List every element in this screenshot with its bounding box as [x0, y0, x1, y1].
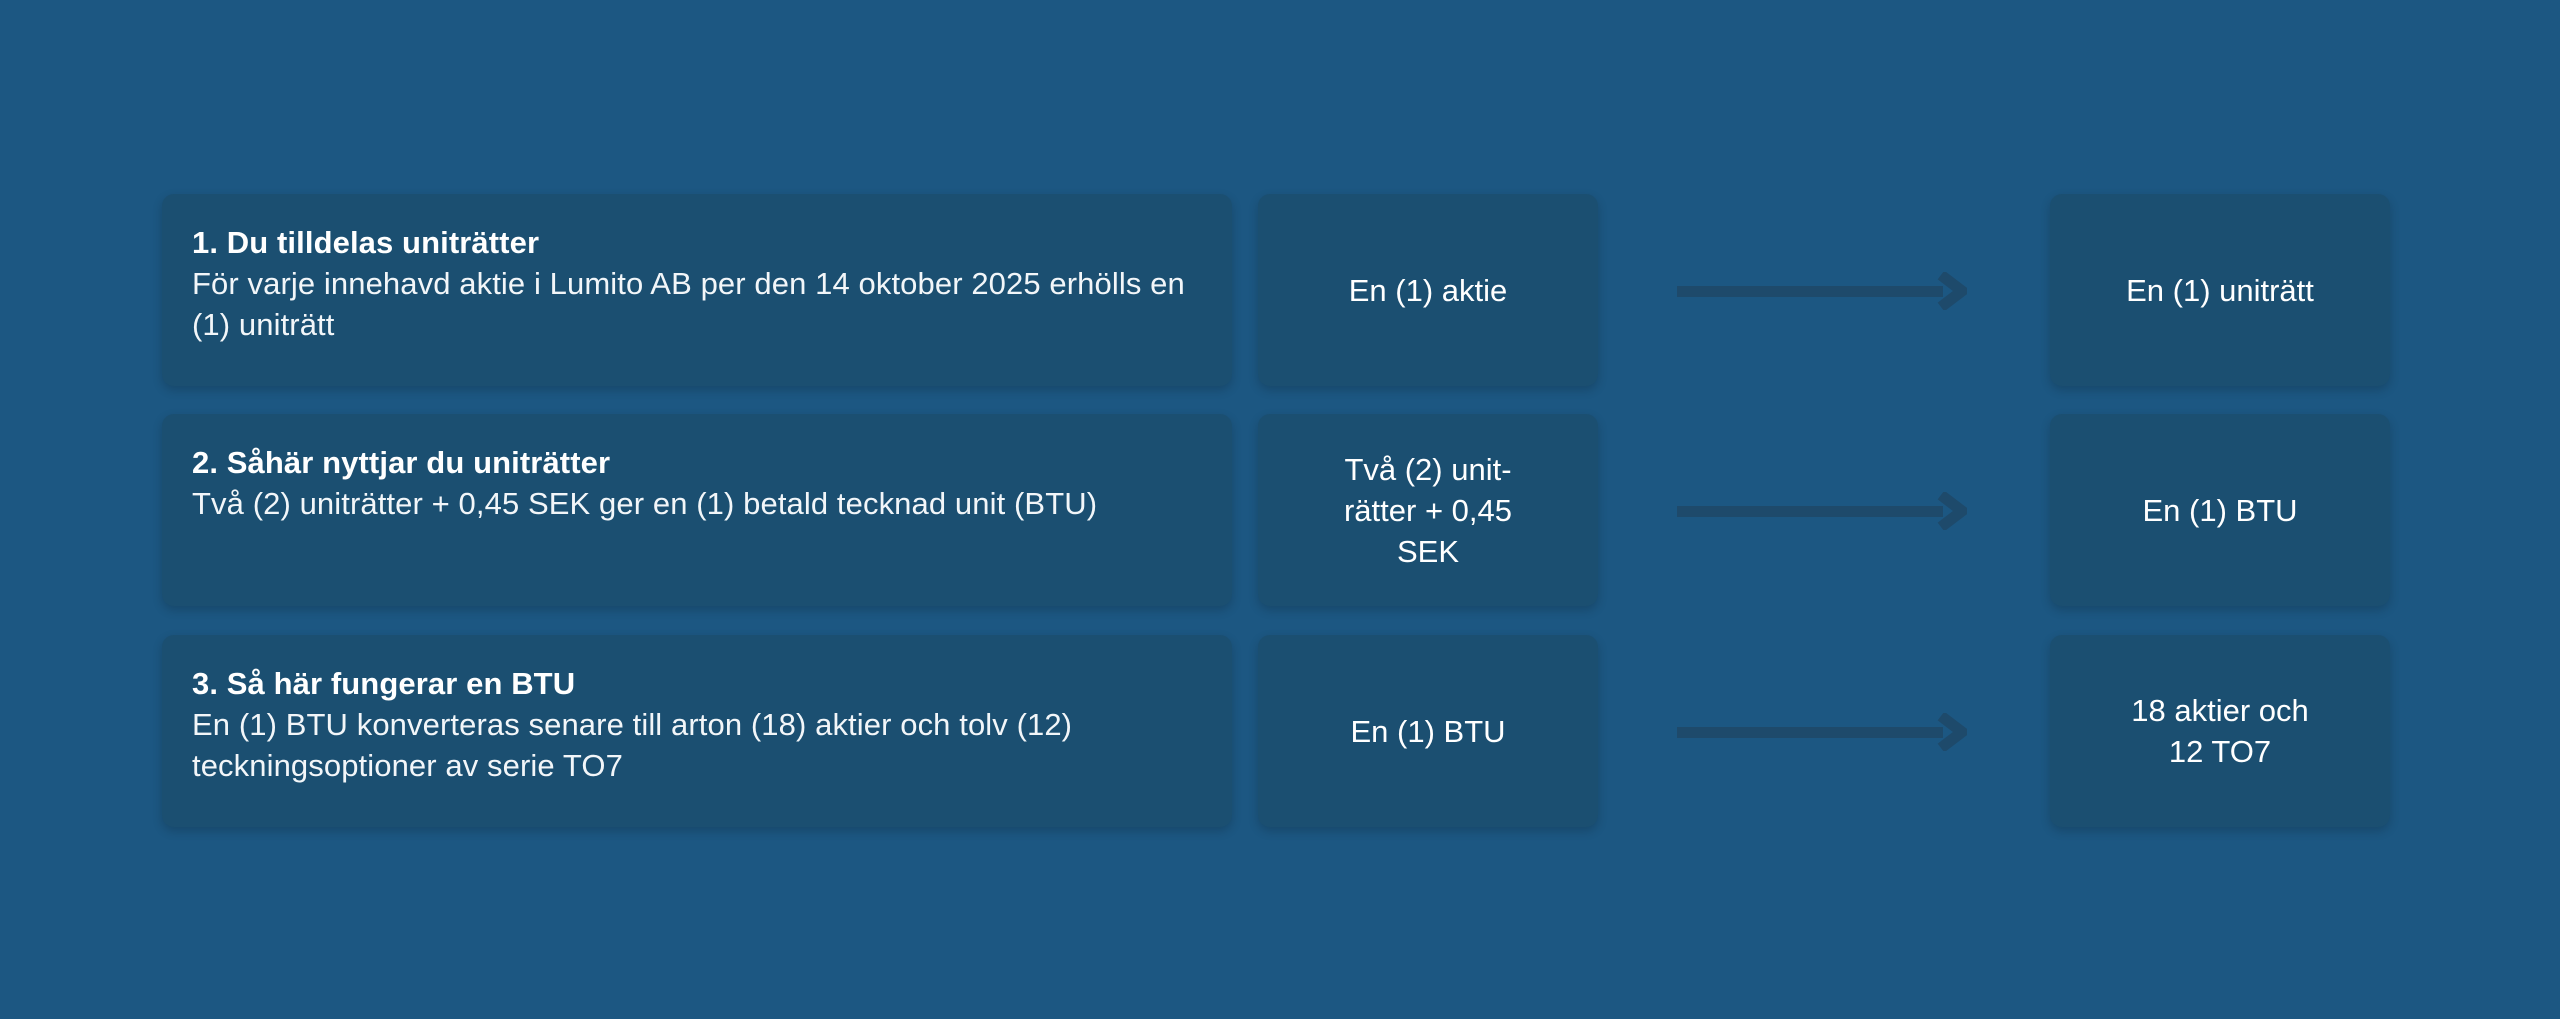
arrow-right-icon	[1677, 713, 1967, 751]
input-label-3: En (1) BTU	[1350, 713, 1506, 749]
input-card-3: En (1) BTU	[1258, 635, 1598, 827]
flow-row-3: 3. Så här fungerar en BTU En (1) BTU kon…	[162, 635, 2390, 827]
step-title-3: 3. Så här fungerar en BTU	[192, 666, 576, 701]
output-card-1: En (1) uniträtt	[2050, 194, 2390, 386]
output-label-2: En (1) BTU	[2142, 492, 2298, 528]
step-title-1: 1. Du tilldelas uniträtter	[192, 225, 540, 260]
step-card-2: 2. Såhär nyttjar du uniträtter Två (2) u…	[162, 414, 1232, 606]
arrow-right-icon	[1677, 492, 1967, 530]
step-description-2: Två (2) uniträtter + 0,45 SEK ger en (1)…	[192, 486, 1098, 521]
output-label-1: En (1) uniträtt	[2126, 272, 2314, 308]
input-card-1: En (1) aktie	[1258, 194, 1598, 386]
flow-row-2: 2. Såhär nyttjar du uniträtter Två (2) u…	[162, 414, 2390, 606]
output-label-3: 18 aktier och 12 TO7	[2131, 693, 2309, 769]
input-label-2: Två (2) unit- rätter + 0,45 SEK	[1343, 451, 1513, 569]
input-label-1: En (1) aktie	[1348, 272, 1508, 308]
output-card-3: 18 aktier och 12 TO7	[2050, 635, 2390, 827]
step-card-1: 1. Du tilldelas uniträtter För varje inn…	[162, 194, 1232, 386]
step-card-3: 3. Så här fungerar en BTU En (1) BTU kon…	[162, 635, 1232, 827]
output-card-2: En (1) BTU	[2050, 414, 2390, 606]
step-description-3: En (1) BTU konverteras senare till arton…	[192, 707, 1081, 783]
flow-row-1: 1. Du tilldelas uniträtter För varje inn…	[162, 194, 2390, 386]
step-description-1: För varje innehavd aktie i Lumito AB per…	[192, 266, 1194, 342]
arrow-right-icon	[1677, 272, 1967, 310]
input-card-2: Två (2) unit- rätter + 0,45 SEK	[1258, 414, 1598, 606]
step-title-2: 2. Såhär nyttjar du uniträtter	[192, 445, 611, 480]
